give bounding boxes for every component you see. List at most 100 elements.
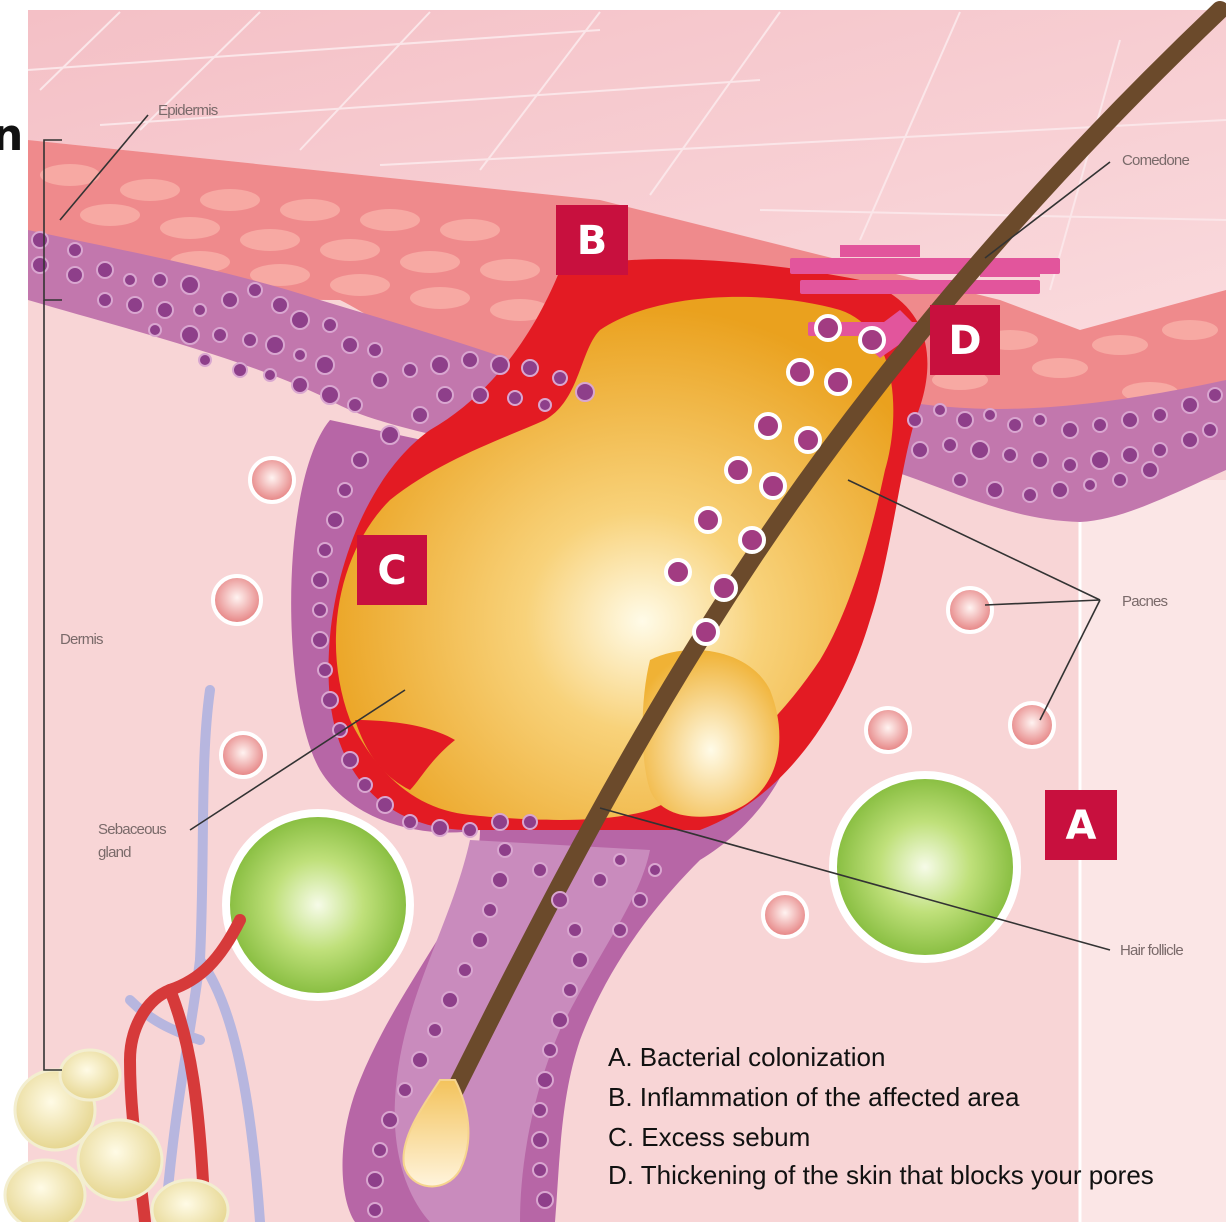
follicle-cell	[338, 483, 352, 497]
legend-item-a: A. Bacterial colonization	[608, 1042, 885, 1072]
follicle-cell	[149, 324, 161, 336]
follicle-cell	[97, 262, 113, 278]
follicle-cell	[67, 267, 83, 283]
follicle-cell	[291, 311, 309, 329]
follicle-cell	[292, 377, 308, 393]
follicle-cell	[348, 398, 362, 412]
follicle-cell	[953, 473, 967, 487]
bacteria-right	[833, 775, 1017, 959]
follicle-cell	[498, 843, 512, 857]
follicle-cell	[1023, 488, 1037, 502]
follicle-cell	[437, 387, 453, 403]
follicle-cell	[367, 1172, 383, 1188]
pacnes-cell	[666, 560, 690, 584]
follicle-cell	[572, 952, 588, 968]
follicle-cell	[373, 1143, 387, 1157]
follicle-cell	[222, 292, 238, 308]
follicle-cell	[352, 452, 368, 468]
follicle-cell	[243, 333, 257, 347]
follicle-cell	[382, 1112, 398, 1128]
follicle-cell	[462, 352, 478, 368]
follicle-cell	[316, 356, 334, 374]
follicle-cell	[403, 815, 417, 829]
svg-text:B: B	[577, 218, 608, 264]
svg-text:D: D	[948, 318, 981, 364]
follicle-cell	[1062, 422, 1078, 438]
follicle-cell	[322, 692, 338, 708]
follicle-cell	[532, 1132, 548, 1148]
follicle-cell	[492, 814, 508, 830]
follicle-cell	[398, 1083, 412, 1097]
pacnes-cell	[816, 316, 840, 340]
pacnes-cell	[726, 458, 750, 482]
follicle-cell	[1008, 418, 1022, 432]
follicle-cell	[613, 923, 627, 937]
follicle-cell	[312, 632, 328, 648]
follicle-cell	[533, 1163, 547, 1177]
follicle-cell	[1093, 418, 1107, 432]
follicle-cell	[552, 1012, 568, 1028]
pacnes-cell	[796, 428, 820, 452]
follicle-cell	[987, 482, 1003, 498]
follicle-cell	[1142, 462, 1158, 478]
label-epidermis: Epidermis	[158, 102, 218, 119]
follicle-cell	[472, 932, 488, 948]
follicle-cell	[492, 872, 508, 888]
follicle-cell	[68, 243, 82, 257]
follicle-cell	[323, 318, 337, 332]
pacnes-cell	[860, 328, 884, 352]
svg-text:C: C	[377, 548, 406, 594]
label-dermis: Dermis	[60, 631, 103, 648]
follicle-cell	[593, 873, 607, 887]
cropped-edge-glyph: n	[0, 110, 23, 161]
follicle-cell	[563, 983, 577, 997]
follicle-cell	[248, 283, 262, 297]
follicle-cell	[294, 349, 306, 361]
legend-item-b: B. Inflammation of the affected area	[608, 1082, 1020, 1112]
follicle-cell	[327, 512, 343, 528]
follicle-cell	[539, 399, 551, 411]
follicle-cell	[576, 383, 594, 401]
follicle-cell	[552, 892, 568, 908]
follicle-cell	[971, 441, 989, 459]
label-hair-follicle: Hair follicle	[1120, 942, 1183, 959]
follicle-cell	[984, 409, 996, 421]
pacnes-cell	[788, 360, 812, 384]
follicle-cell	[381, 426, 399, 444]
follicle-cell	[649, 864, 661, 876]
follicle-cell	[153, 273, 167, 287]
follicle-cell	[181, 326, 199, 344]
follicle-cell	[934, 404, 946, 416]
follicle-cell	[124, 274, 136, 286]
follicle-cell	[472, 387, 488, 403]
follicle-cell	[432, 820, 448, 836]
badge-b: B	[556, 205, 628, 275]
badge-a: A	[1045, 790, 1117, 860]
label-sebaceous-gland-2: gland	[98, 844, 131, 861]
follicle-cell	[412, 1052, 428, 1068]
follicle-cell	[614, 854, 626, 866]
follicle-cell	[1032, 452, 1048, 468]
follicle-cell	[1203, 423, 1217, 437]
follicle-cell	[1182, 397, 1198, 413]
bacteria-left	[226, 813, 410, 997]
follicle-cell	[1084, 479, 1096, 491]
follicle-cell	[1122, 447, 1138, 463]
follicle-cell	[523, 815, 537, 829]
follicle-cell	[412, 407, 428, 423]
follicle-cell	[342, 337, 358, 353]
follicle-cell	[321, 386, 339, 404]
follicle-cell	[533, 863, 547, 877]
follicle-cell	[368, 343, 382, 357]
follicle-cell	[368, 1203, 382, 1217]
sebum-lobe	[643, 650, 780, 817]
follicle-cell	[1003, 448, 1017, 462]
follicle-cell	[266, 336, 284, 354]
follicle-cell	[1034, 414, 1046, 426]
pacnes-cell	[756, 414, 780, 438]
follicle-cell	[1122, 412, 1138, 428]
follicle-cell	[199, 354, 211, 366]
follicle-cell	[533, 1103, 547, 1117]
follicle-cell	[403, 363, 417, 377]
